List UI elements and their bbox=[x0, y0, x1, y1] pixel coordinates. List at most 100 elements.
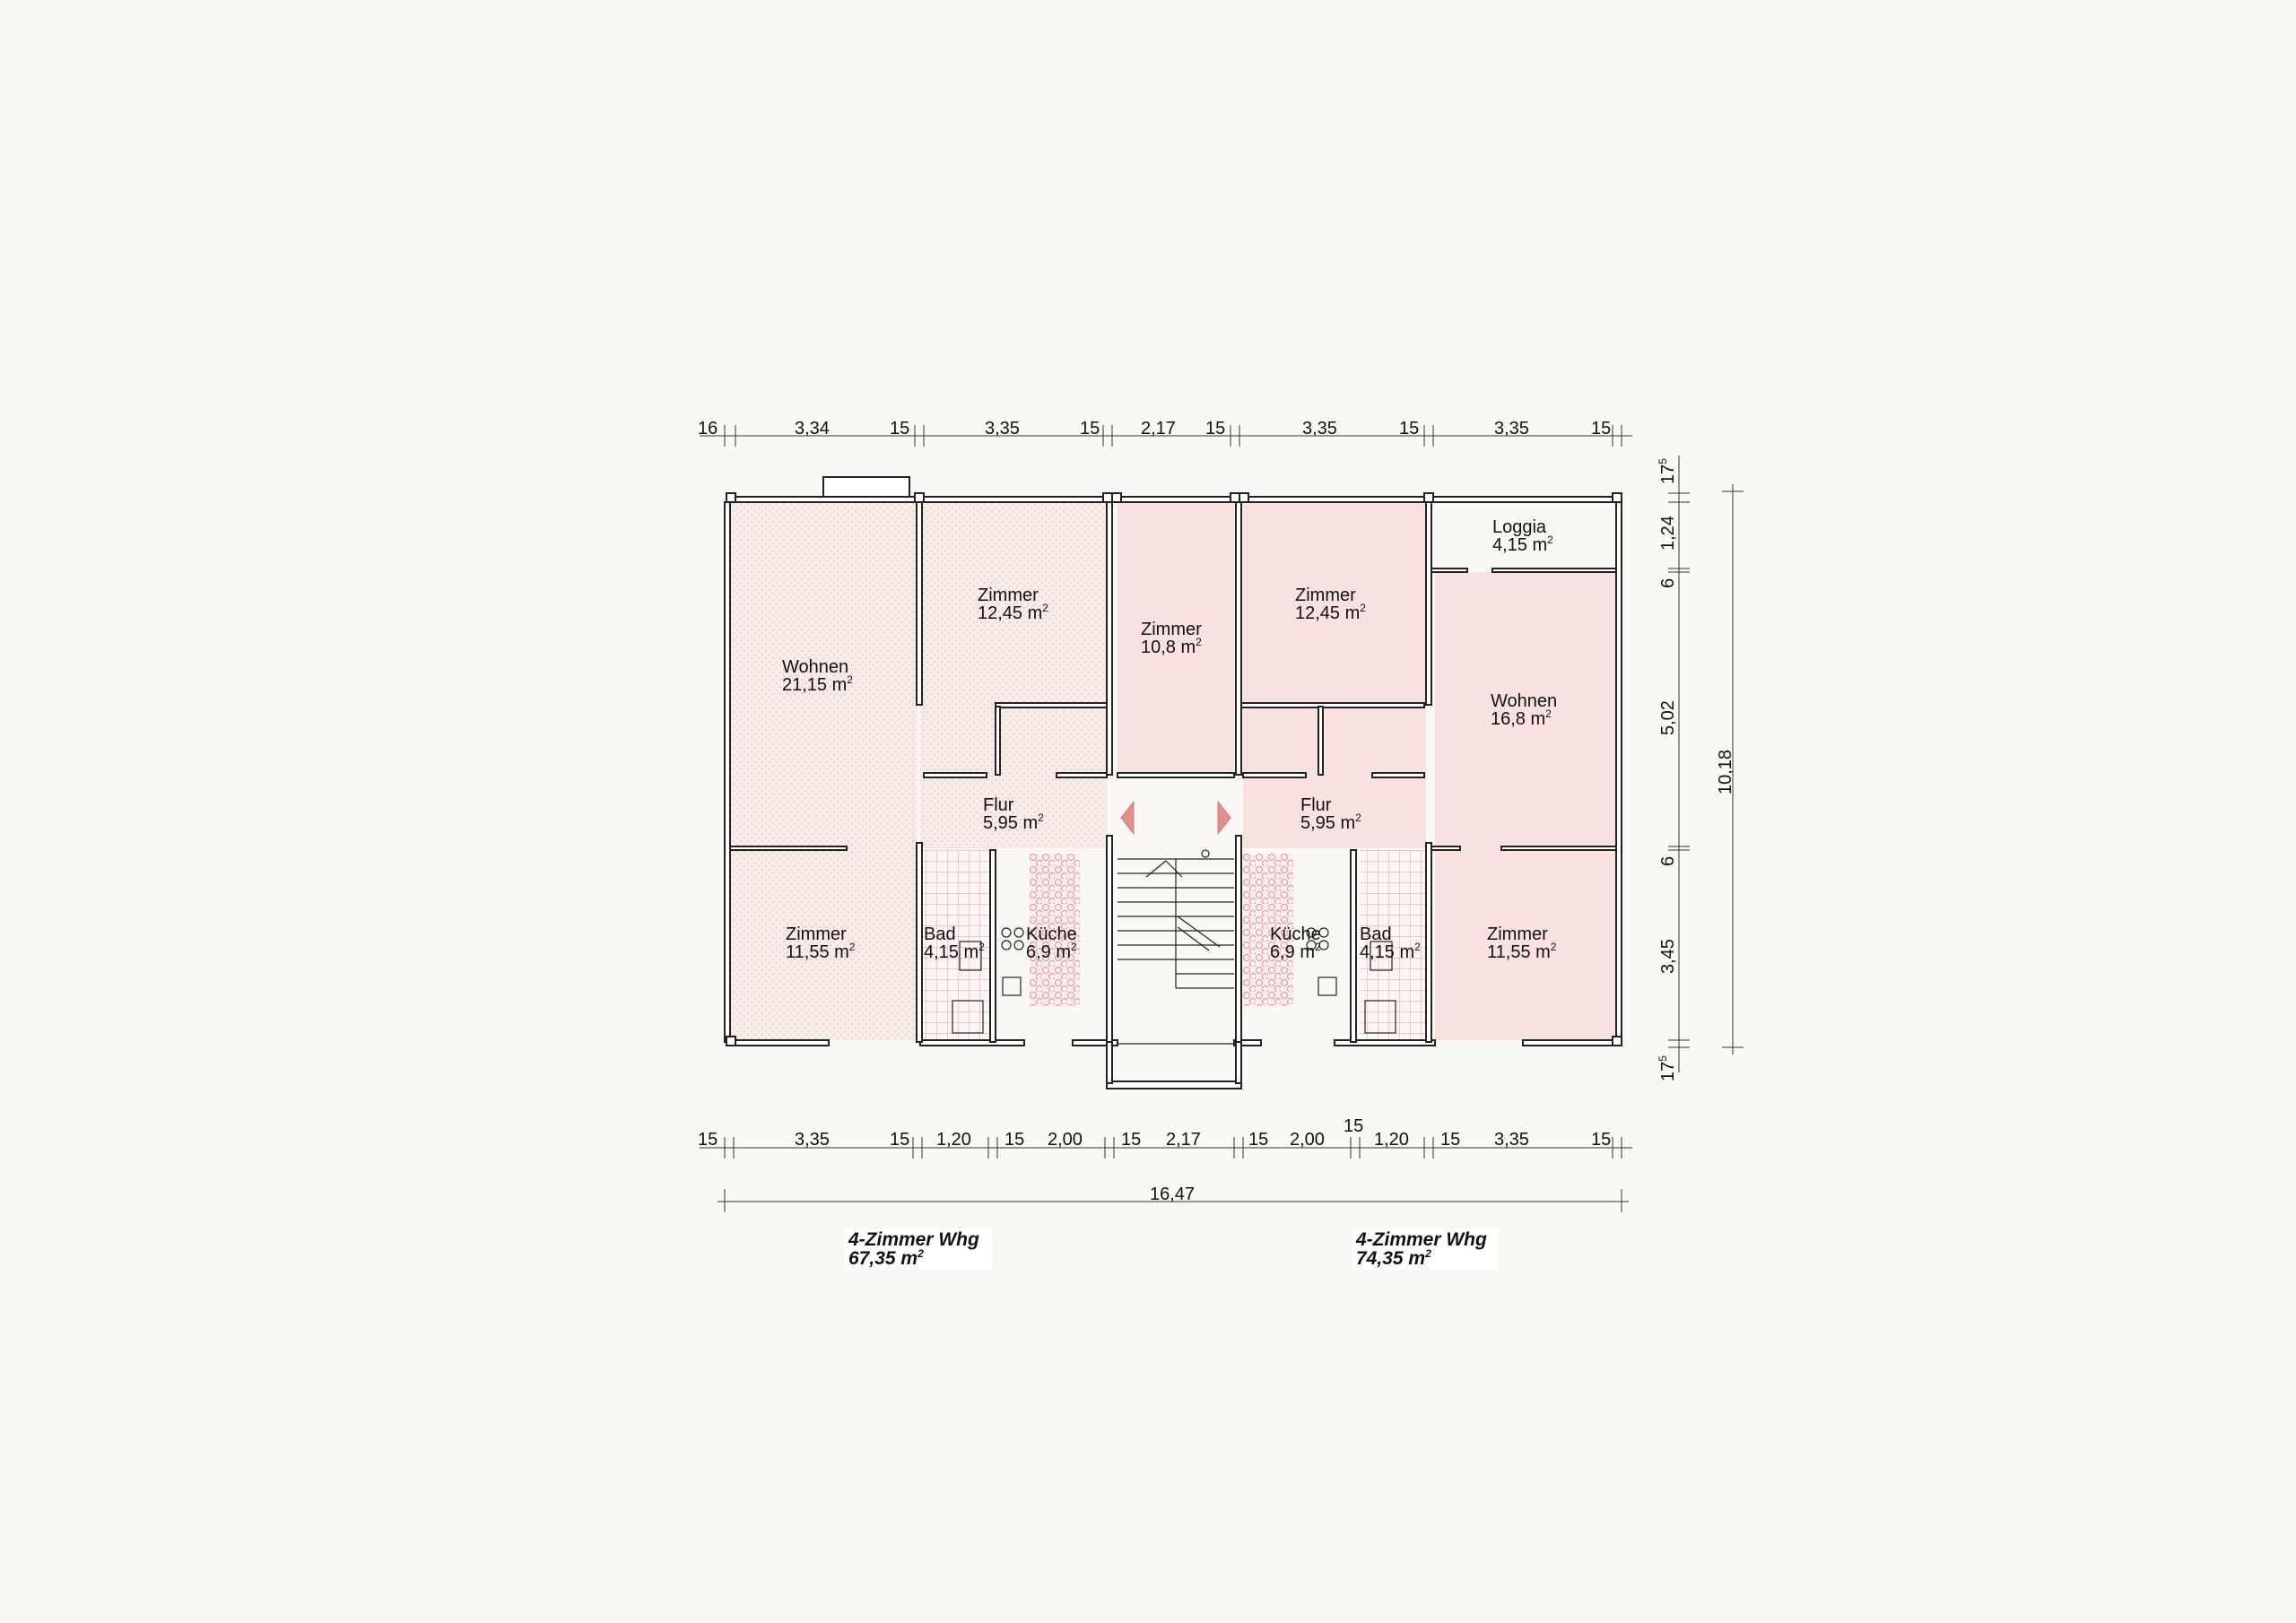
right-flur-name: Flur bbox=[1300, 795, 1332, 815]
dim-bottom-10: 15 bbox=[1344, 1116, 1363, 1136]
right-zimmer-bottom-area: 11,55 m bbox=[1487, 942, 1551, 962]
svg-text:12,45 m2: 12,45 m2 bbox=[978, 602, 1048, 623]
dim-top-1: 3,34 bbox=[795, 419, 830, 438]
left-zimmer-bottom-name: Zimmer bbox=[786, 924, 847, 944]
dim-top-4: 15 bbox=[1080, 419, 1100, 438]
dim-bottom-13: 3,35 bbox=[1494, 1130, 1529, 1150]
right-kueche-mat bbox=[1243, 854, 1293, 1006]
mid-zimmer-area: 10,8 m bbox=[1141, 638, 1196, 657]
dim-right-1: 1,24 bbox=[1658, 516, 1678, 551]
dim-top-7: 3,35 bbox=[1302, 419, 1337, 438]
svg-text:5,95 m2: 5,95 m2 bbox=[983, 812, 1044, 833]
arrow-left-marker bbox=[1120, 800, 1135, 836]
svg-text:10,8 m2: 10,8 m2 bbox=[1141, 636, 1202, 657]
svg-text:67,35 m2: 67,35 m2 bbox=[848, 1247, 924, 1269]
dim-right-6: 17 bbox=[1658, 1062, 1678, 1081]
dim-bottom-4: 15 bbox=[1004, 1130, 1024, 1150]
right-zimmer-top-name: Zimmer bbox=[1295, 586, 1356, 605]
dim-total-width: 16,47 bbox=[1150, 1185, 1195, 1204]
right-zimmer-bottom-fill bbox=[1435, 848, 1618, 1040]
unit-summaries: 4-Zimmer Whg 67,35 m2 4-Zimmer Whg 74,35… bbox=[845, 1228, 1498, 1270]
arrow-right-marker bbox=[1217, 800, 1231, 836]
dim-bottom-14: 15 bbox=[1591, 1130, 1611, 1150]
dim-bottom-9: 2,00 bbox=[1290, 1130, 1325, 1150]
dim-total-depth: 10,18 bbox=[1716, 750, 1735, 794]
right-zimmer-top-area: 12,45 m bbox=[1295, 603, 1360, 623]
left-wohnen-name: Wohnen bbox=[782, 657, 848, 677]
dim-bottom-8: 15 bbox=[1248, 1130, 1268, 1150]
dim-top-0: 16 bbox=[698, 419, 718, 438]
left-zimmer-top-name: Zimmer bbox=[978, 586, 1039, 605]
left-zimmer-bottom-area: 11,55 m bbox=[786, 942, 849, 962]
right-bad-area: 4,15 m bbox=[1360, 942, 1414, 962]
dim-bottom-11: 1,20 bbox=[1374, 1130, 1409, 1150]
dim-bottom-3: 1,20 bbox=[936, 1130, 971, 1150]
room-fills bbox=[728, 502, 1618, 1040]
left-wohnen-area: 21,15 m bbox=[782, 675, 847, 695]
right-zimmer-top-fill bbox=[1243, 502, 1426, 704]
dim-bottom-7: 2,17 bbox=[1166, 1130, 1201, 1150]
left-bad-area: 4,15 m bbox=[924, 942, 978, 962]
left-zimmer-top-fill bbox=[920, 502, 1107, 704]
walls bbox=[724, 476, 1622, 1089]
svg-text:175: 175 bbox=[1657, 458, 1678, 484]
svg-text:4,15 m2: 4,15 m2 bbox=[1360, 941, 1421, 962]
right-wohnen-name: Wohnen bbox=[1491, 691, 1557, 711]
dim-top-2: 15 bbox=[890, 419, 909, 438]
dim-bottom-6: 15 bbox=[1121, 1130, 1141, 1150]
dim-top-9: 3,35 bbox=[1494, 419, 1529, 438]
left-zimmer-top-area: 12,45 m bbox=[978, 603, 1042, 623]
dim-top-10: 15 bbox=[1591, 419, 1611, 438]
dim-bottom-5: 2,00 bbox=[1048, 1130, 1083, 1150]
svg-text:12,45 m2: 12,45 m2 bbox=[1295, 602, 1366, 623]
dim-top-6: 15 bbox=[1205, 419, 1225, 438]
svg-text:11,55 m2: 11,55 m2 bbox=[1487, 941, 1557, 962]
mid-zimmer-name: Zimmer bbox=[1141, 620, 1202, 639]
dim-bottom-1: 3,35 bbox=[795, 1130, 830, 1150]
mid-zimmer-fill bbox=[1118, 502, 1234, 776]
left-kueche-area: 6,9 m bbox=[1026, 942, 1071, 962]
left-kueche-mat bbox=[1030, 854, 1080, 1006]
svg-text:11,55 m2: 11,55 m2 bbox=[786, 941, 856, 962]
left-flur-name: Flur bbox=[983, 795, 1014, 815]
top-dimension-chain: 16 3,34 15 3,35 15 2,17 15 3,35 15 3,35 … bbox=[698, 419, 1632, 447]
dim-right-2: 6 bbox=[1658, 578, 1678, 588]
right-unit-title: 4-Zimmer Whg bbox=[1355, 1229, 1487, 1250]
loggia-name: Loggia bbox=[1492, 517, 1547, 537]
dim-right-0: 17 bbox=[1658, 464, 1678, 484]
right-wohnen-fill bbox=[1435, 572, 1618, 848]
dim-right-4: 6 bbox=[1658, 856, 1678, 866]
svg-text:16,8 m2: 16,8 m2 bbox=[1491, 707, 1552, 729]
right-wohnen-area: 16,8 m bbox=[1491, 709, 1545, 729]
svg-text:4,15 m2: 4,15 m2 bbox=[1492, 534, 1553, 555]
dim-top-3: 3,35 bbox=[985, 419, 1020, 438]
left-zimmer-bottom-fill bbox=[728, 848, 917, 1040]
left-unit-area: 67,35 m bbox=[848, 1248, 918, 1269]
room-labels: Wohnen 21,15 m2 Zimmer 12,45 m2 Zimmer 1… bbox=[782, 517, 1557, 962]
left-kueche-name: Küche bbox=[1026, 924, 1077, 944]
right-unit-area: 74,35 m bbox=[1356, 1248, 1425, 1269]
dim-bottom-0: 15 bbox=[698, 1130, 718, 1150]
svg-text:6,9 m2: 6,9 m2 bbox=[1026, 941, 1077, 962]
svg-text:4,15 m2: 4,15 m2 bbox=[924, 941, 985, 962]
right-dimension-chain: 175 1,24 6 5,02 6 3,45 175 10,18 bbox=[1657, 456, 1744, 1081]
bottom-dimension-chain: 15 3,35 15 1,20 15 2,00 15 2,17 15 2,00 … bbox=[698, 1116, 1632, 1212]
dim-right-3: 5,02 bbox=[1658, 700, 1678, 735]
svg-text:74,35 m2: 74,35 m2 bbox=[1356, 1247, 1431, 1269]
svg-text:5,95 m2: 5,95 m2 bbox=[1300, 812, 1361, 833]
left-wohnen-fill bbox=[728, 502, 917, 848]
dim-right-5: 3,45 bbox=[1658, 939, 1678, 974]
left-bad-name: Bad bbox=[924, 924, 956, 944]
svg-text:21,15 m2: 21,15 m2 bbox=[782, 673, 853, 695]
staircase bbox=[1118, 800, 1234, 1045]
svg-text:6,9 m2: 6,9 m2 bbox=[1270, 941, 1321, 962]
right-zimmer-bottom-name: Zimmer bbox=[1487, 924, 1548, 944]
svg-text:175: 175 bbox=[1657, 1055, 1678, 1081]
dim-top-5: 2,17 bbox=[1141, 419, 1176, 438]
loggia-area: 4,15 m bbox=[1492, 535, 1547, 555]
dim-bottom-2: 15 bbox=[890, 1130, 909, 1150]
fixtures bbox=[952, 927, 1396, 1034]
right-kueche-area: 6,9 m bbox=[1270, 942, 1315, 962]
dim-top-8: 15 bbox=[1399, 419, 1419, 438]
